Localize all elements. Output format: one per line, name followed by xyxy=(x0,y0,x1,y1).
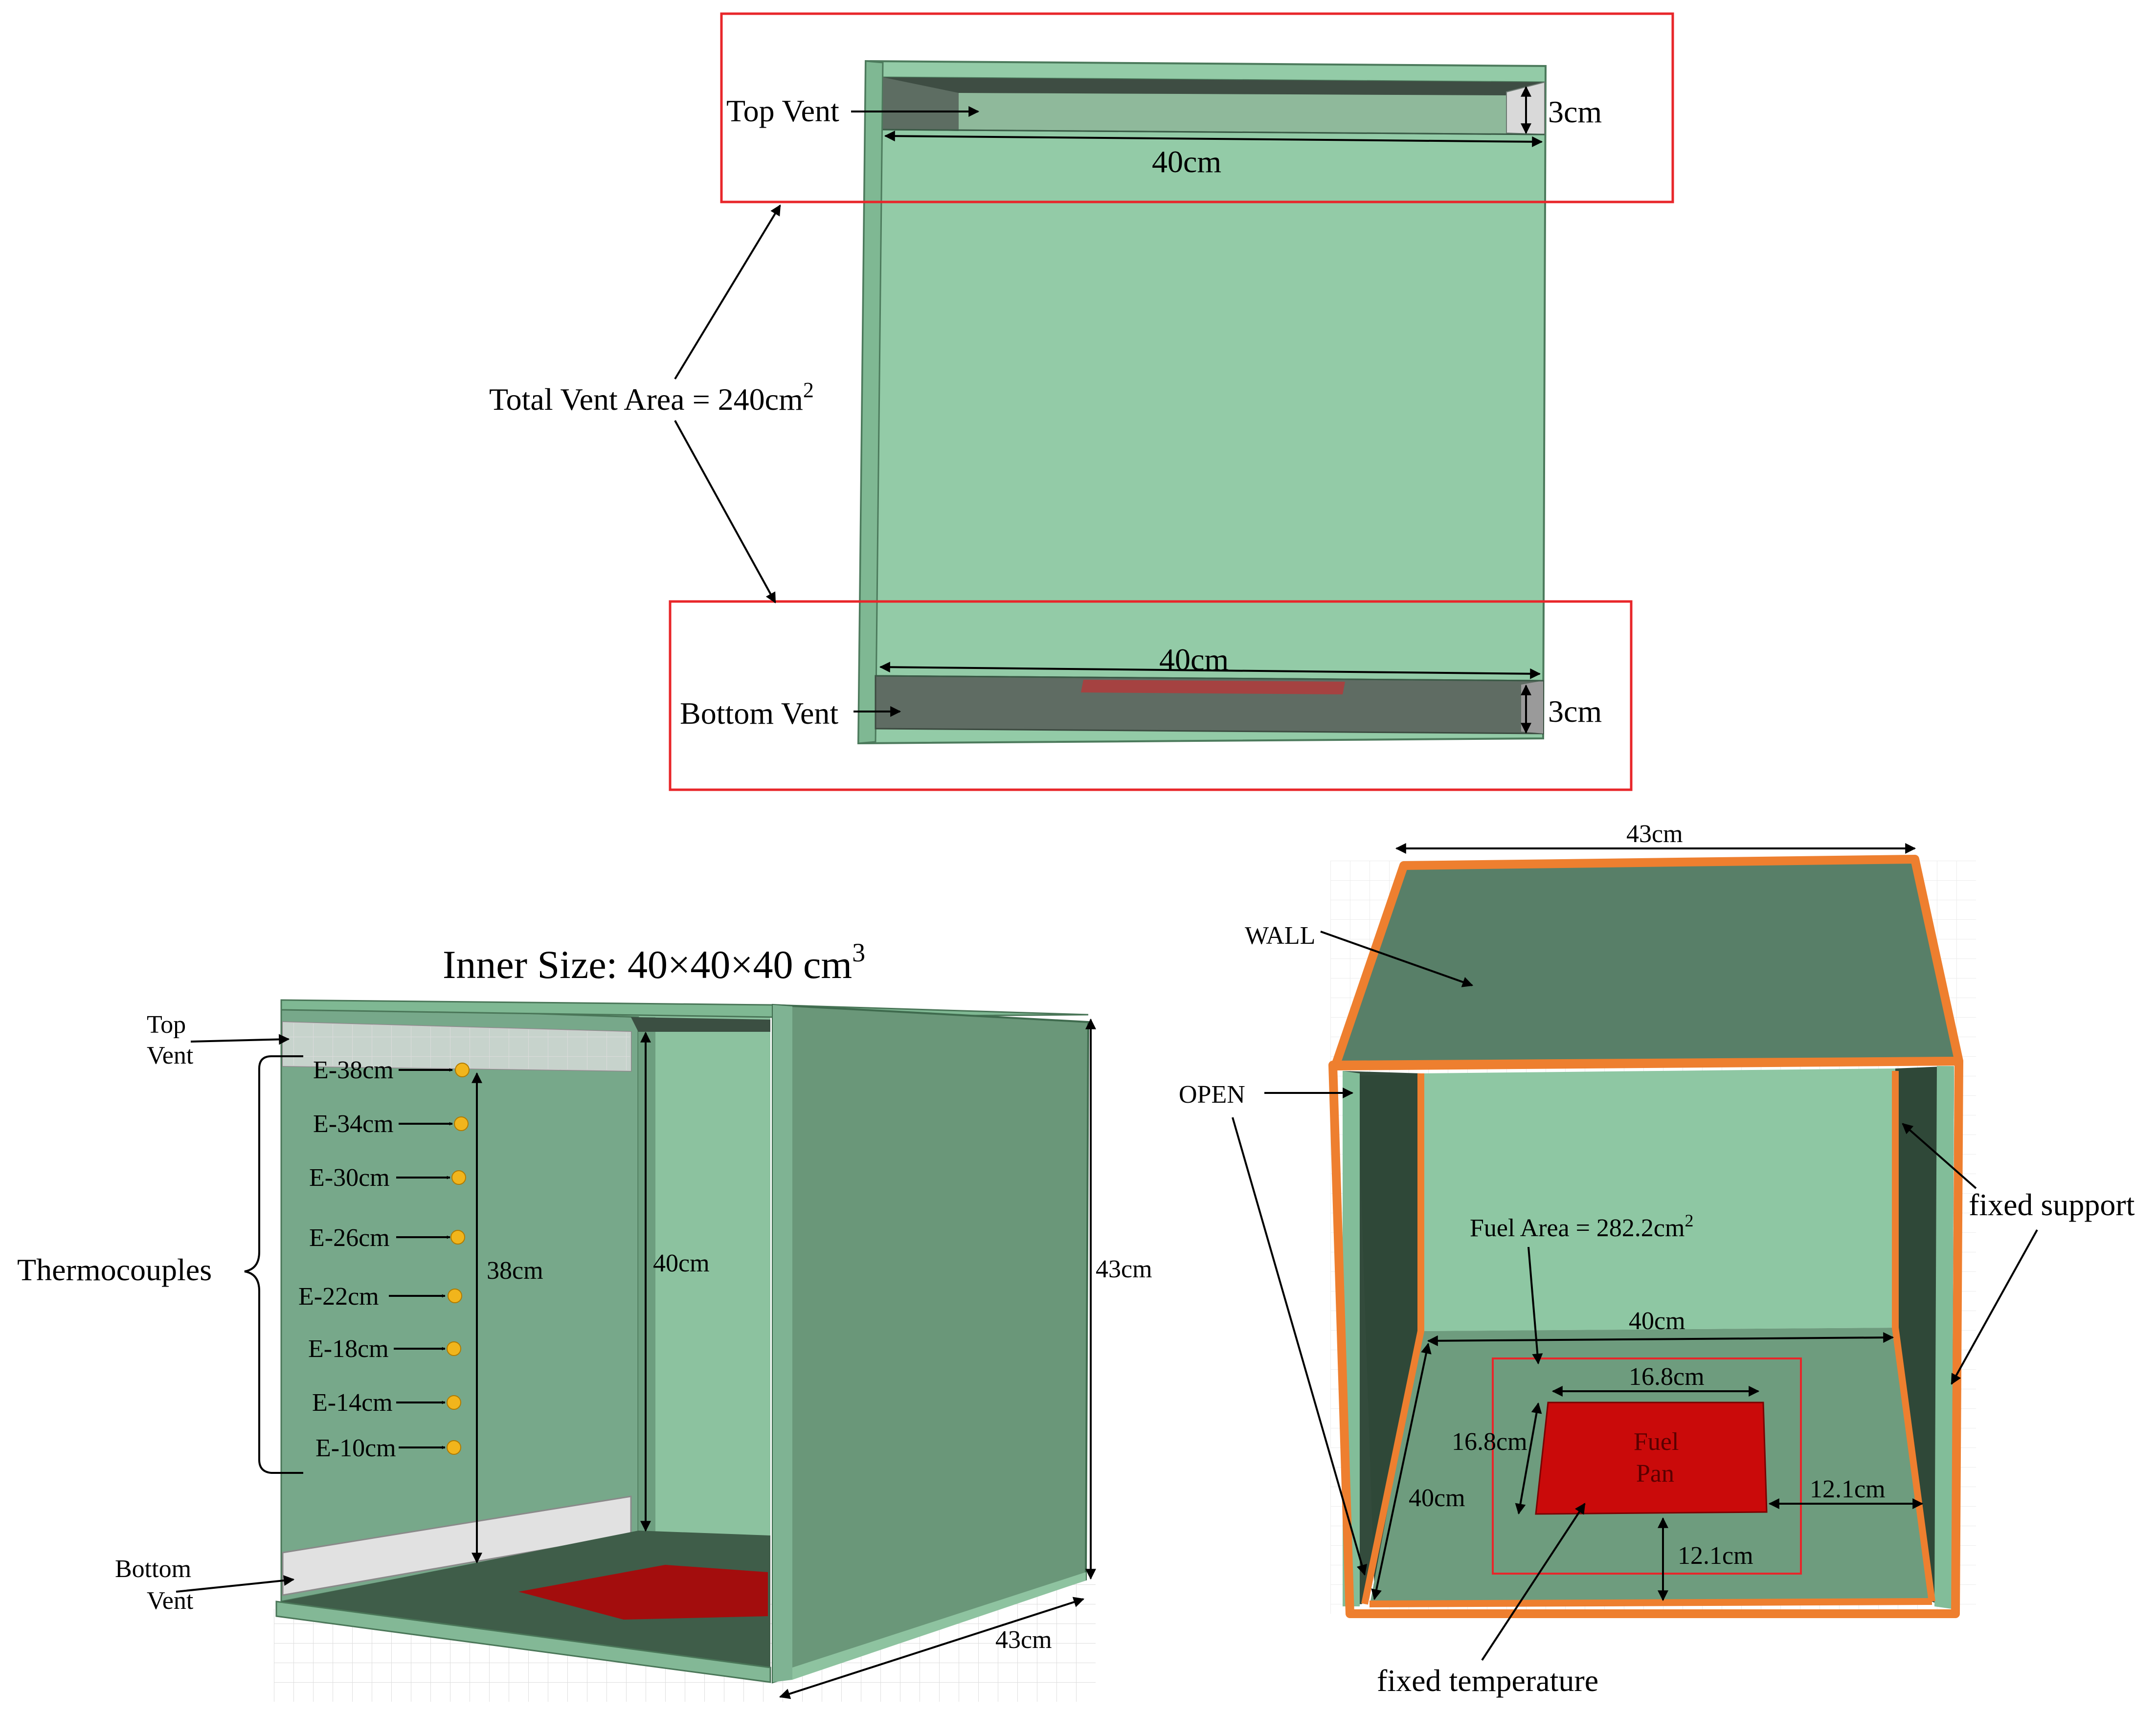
bottom-width-label: 40cm xyxy=(1159,642,1229,677)
outer-height-label: 43cm xyxy=(1096,1255,1152,1283)
probe-span-label: 38cm xyxy=(487,1257,543,1285)
fixed-temperature-label: fixed temperature xyxy=(1377,1663,1598,1698)
open-label: OPEN xyxy=(1179,1081,1245,1109)
wall-boundary-outline xyxy=(1328,1057,1963,1618)
probe-label: E-14cm xyxy=(312,1389,393,1417)
bottom-vent-highlight-frame xyxy=(669,600,1633,791)
right-gap-label: 12.1cm xyxy=(1810,1475,1886,1503)
floor-edge xyxy=(1369,1598,1932,1607)
wall-pointer xyxy=(1320,931,1474,987)
fixed-support-outline-right xyxy=(1892,1071,1935,1602)
top-vent-shadow-left xyxy=(883,77,959,131)
top-vent-highlight-frame xyxy=(720,12,1674,203)
fuel-pan xyxy=(1535,1401,1768,1515)
top-vent-label-line2: Vent xyxy=(147,1042,194,1069)
inner-size-title-superscript: 3 xyxy=(852,938,865,967)
inner-height-label: 40cm xyxy=(653,1249,710,1277)
fuel-area-superscript: 2 xyxy=(1684,1211,1693,1230)
thermocouple-dot xyxy=(447,1395,461,1410)
thermocouples-label: Thermocouples xyxy=(17,1252,212,1287)
inner-width-label: 40cm xyxy=(1629,1307,1685,1335)
thermocouple-brace xyxy=(244,1055,303,1474)
top-width-label: 40cm xyxy=(1152,144,1221,179)
pan-depth-label: 16.8cm xyxy=(1452,1428,1527,1456)
thermocouple-probe-0: E-38cm xyxy=(313,1056,470,1084)
thermocouple-probe-5: E-18cm xyxy=(308,1335,461,1363)
open-pointer-floor xyxy=(1232,1117,1368,1576)
roof-wall xyxy=(1331,855,1963,1070)
ceiling-shadow xyxy=(631,1017,770,1032)
bottom-vent-fuel-strip xyxy=(1081,680,1345,694)
thermocouple-probe-2: E-30cm xyxy=(309,1164,466,1192)
probe-label: E-30cm xyxy=(309,1164,390,1192)
pan-width-label: 16.8cm xyxy=(1629,1363,1705,1391)
right-side-edge xyxy=(1934,1066,1954,1609)
thermocouple-dot xyxy=(455,1063,470,1077)
top-vent-pointer xyxy=(190,1034,290,1045)
vent-area-arrow-to-bottom xyxy=(674,420,776,603)
floor-fuel-pan xyxy=(518,1565,768,1620)
inner-width-dimension xyxy=(1427,1332,1894,1346)
top-vent-label-line1: Top xyxy=(147,1011,186,1039)
probe-label: E-26cm xyxy=(309,1224,390,1252)
front-gap-label: 12.1cm xyxy=(1678,1542,1753,1570)
thermocouple-probe-3: E-26cm xyxy=(309,1224,465,1252)
top-vent-label: Top Vent xyxy=(726,93,839,128)
bottom-vent-label: Bottom Vent xyxy=(680,696,838,731)
thermocouple-probe-1: E-34cm xyxy=(313,1110,469,1138)
fuel-area-label: Fuel Area = 282.2cm2 xyxy=(1470,1211,1693,1242)
thermocouple-dot xyxy=(447,1341,461,1356)
probe-label: E-34cm xyxy=(313,1110,394,1138)
box-left-side-face xyxy=(857,60,884,744)
fixed-temperature-pointer xyxy=(1481,1503,1586,1661)
panel-front-view: Top Vent 40cm 3cm 40cm Bottom Vent 3cm T… xyxy=(489,12,1674,791)
fixed-support-pointer-side xyxy=(1951,1229,2038,1385)
thermocouple-probe-7: E-10cm xyxy=(315,1434,461,1462)
fuel-pan-label-line2: Pan xyxy=(1636,1460,1674,1488)
outer-depth-dimension xyxy=(779,1597,1085,1699)
outer-depth-label: 43cm xyxy=(995,1626,1052,1654)
pan-depth-dimension xyxy=(1515,1402,1542,1515)
panel-boundary-conditions: 43cm WALL OPEN fixed support Fuel Area =… xyxy=(1179,820,2135,1698)
fixed-support-label: fixed support xyxy=(1969,1187,2135,1222)
bottom-height-label: 3cm xyxy=(1548,694,1602,729)
right-wall-front-edge xyxy=(773,1005,792,1682)
top-width-label: 43cm xyxy=(1626,820,1683,848)
thermocouple-dot xyxy=(454,1116,469,1131)
top-vent-shadow-top xyxy=(883,77,1545,95)
right-outer-wall xyxy=(772,1003,1090,1684)
front-sill xyxy=(275,1601,771,1683)
fuel-area-frame xyxy=(1492,1357,1802,1575)
bottom-vent-label-line1: Bottom xyxy=(115,1555,191,1583)
thermocouple-dot xyxy=(450,1230,465,1245)
thermocouple-probe-6: E-14cm xyxy=(312,1389,461,1417)
bottom-vent-pointer xyxy=(176,1575,295,1593)
probe-label: E-38cm xyxy=(313,1056,394,1084)
inner-size-title: Inner Size: 40×40×40 cm3 xyxy=(443,938,865,987)
bottom-width-dimension xyxy=(879,662,1541,679)
probe-label: E-18cm xyxy=(308,1335,389,1363)
floor xyxy=(281,1531,770,1668)
bottom-vent-end-grey xyxy=(1521,681,1543,734)
probe-label: E-10cm xyxy=(315,1434,396,1462)
top-height-label: 3cm xyxy=(1548,94,1602,129)
thermocouple-dot xyxy=(448,1289,462,1303)
panel-inner-box: Inner Size: 40×40×40 cm3 Top Vent Bottom xyxy=(17,938,1152,1702)
fuel-pan-label-line1: Fuel xyxy=(1634,1428,1679,1456)
inner-depth-dimension xyxy=(1371,1342,1432,1601)
back-wall xyxy=(1421,1068,1895,1331)
top-width-dimension xyxy=(884,131,1543,147)
thermocouple-probe-4: E-22cm xyxy=(298,1283,462,1311)
thermocouple-dot xyxy=(451,1170,466,1185)
inner-depth-label: 40cm xyxy=(1409,1484,1465,1512)
total-vent-area-label: Total Vent Area = 240cm2 xyxy=(489,378,814,417)
top-vent-strip-fill xyxy=(283,1022,631,1071)
thermocouple-dot xyxy=(447,1440,461,1455)
probe-label: E-22cm xyxy=(298,1283,379,1311)
wall-label: WALL xyxy=(1245,922,1315,950)
vent-area-arrow-to-top xyxy=(674,204,781,380)
fixed-support-pointer-top xyxy=(1902,1123,1977,1189)
total-vent-area-superscript: 2 xyxy=(803,378,814,402)
